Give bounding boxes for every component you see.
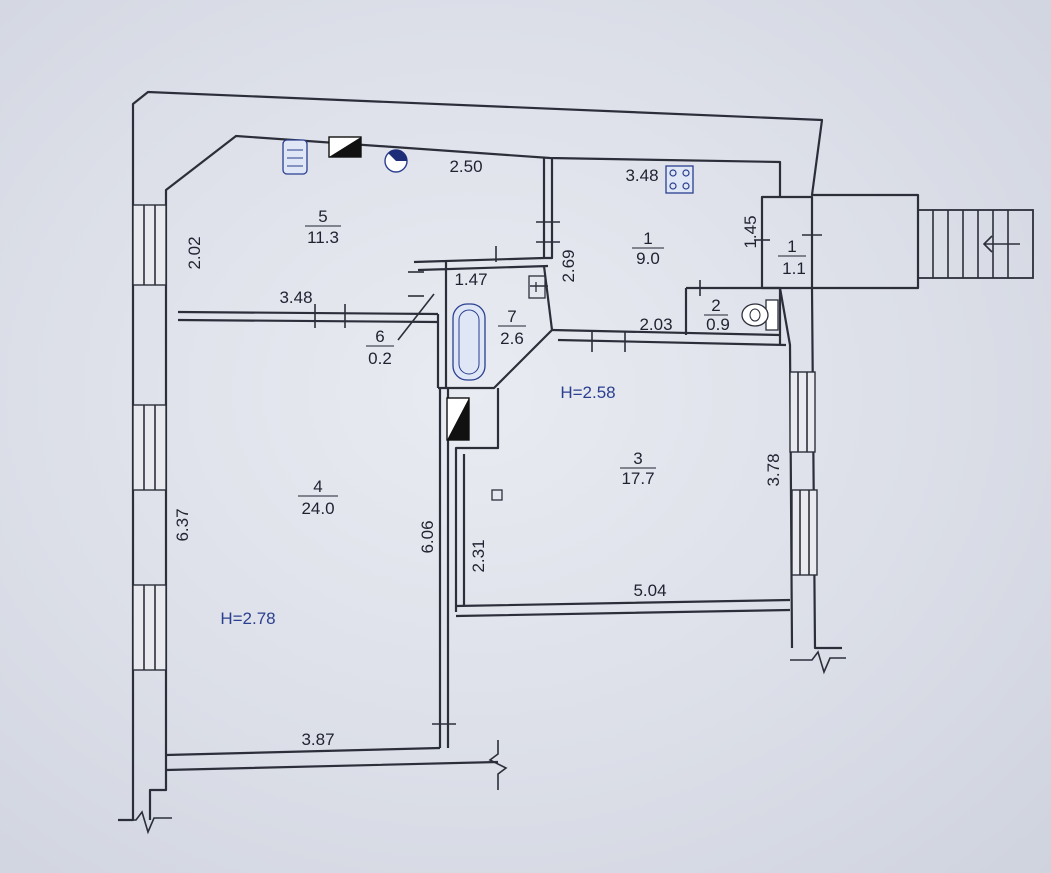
dim-2-50: 2.50 [449,157,482,176]
dim-2-02: 2.02 [185,236,204,269]
wall-room3-left [454,388,500,612]
sink-icon [528,275,546,299]
room1-number: 1 [643,229,652,248]
room6-number: 6 [375,327,384,346]
dim-3-48-mid: 3.48 [279,288,312,307]
dim-5-04: 5.04 [633,581,666,600]
window-left-1 [132,204,167,286]
room2-number: 2 [711,296,720,315]
chimney-icon-2 [446,397,470,441]
entrance-stairs [917,209,1034,279]
wall-room4-right [438,388,450,748]
room6-leader [397,293,435,341]
water-heater-icon [282,139,308,175]
wall-room4-bottom [165,746,441,757]
dim-1-47: 1.47 [454,270,487,289]
room4-number: 4 [313,477,322,496]
room3-number: 3 [633,449,642,468]
dim-3-78: 3.78 [764,453,783,486]
vestibule-area: 1.1 [782,259,806,278]
room5-number: 5 [318,207,327,226]
wall-wc [684,286,782,345]
bathtub-icon [452,303,486,381]
wall-entrance-block [760,195,814,290]
break-mark-bottom [488,740,508,790]
ceiling-height-left: H=2.78 [220,609,275,628]
chimney-icon [328,136,362,158]
wall-room3-bottom [455,598,791,618]
stove-icon [665,165,694,194]
vestibule-number: 1 [787,237,796,256]
window-left-3 [132,584,167,671]
window-left-2 [132,404,167,491]
toilet-icon [741,299,779,331]
room6-area: 0.2 [368,349,392,368]
room7-area: 2.6 [500,329,524,348]
outer-wall-inner [164,134,782,770]
dim-3-87: 3.87 [301,730,334,749]
dim-6-37: 6.37 [173,508,192,541]
room7-number: 7 [507,307,516,326]
room3-area: 17.7 [621,469,654,488]
dim-3-48-top: 3.48 [625,166,658,185]
gas-meter-icon [384,149,408,173]
room4-area: 24.0 [301,499,334,518]
wall-bath [413,256,554,390]
dim-2-03: 2.03 [639,315,672,334]
room2-area: 0.9 [706,315,730,334]
dim-2-31: 2.31 [469,539,488,572]
break-mark-left [118,810,172,835]
room5-area: 11.3 [307,228,339,247]
window-right-1 [789,371,816,453]
ceiling-height-right: H=2.58 [560,383,615,402]
wall-room3-top [551,328,787,347]
column-marker [491,489,503,501]
break-mark-right [790,650,846,675]
door-ticks [314,221,822,725]
window-right-2 [791,489,818,576]
dim-1-45: 1.45 [741,215,760,248]
dim-6-06: 6.06 [418,520,437,553]
room1-area: 9.0 [636,249,660,268]
wall-room5-bottom [177,310,439,324]
outer-wall [118,90,920,822]
wall-center-vertical [542,158,554,260]
dim-2-69: 2.69 [559,249,578,282]
